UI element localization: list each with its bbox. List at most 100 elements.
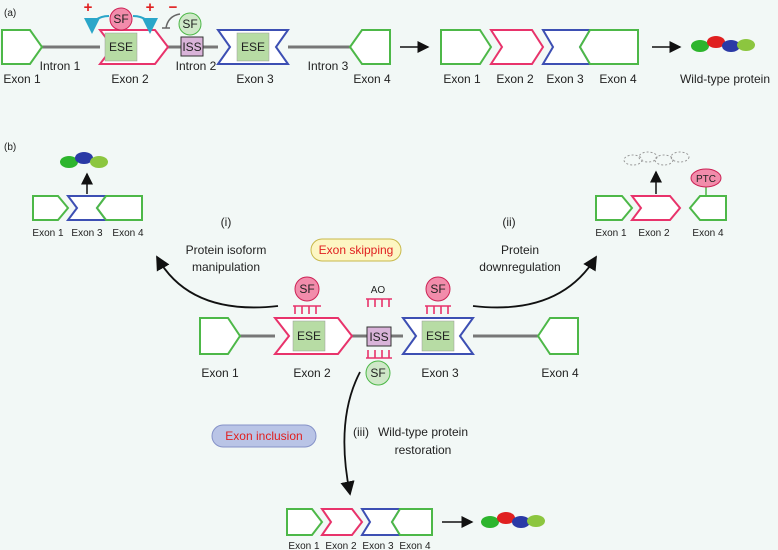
a-exon4-label: Exon 4	[353, 72, 391, 86]
a-exon1-label: Exon 1	[3, 72, 41, 86]
ese-label: ESE	[109, 40, 133, 54]
i-bead-green	[60, 156, 78, 168]
mature-exon-4	[578, 29, 639, 65]
path-ii-line2: downregulation	[479, 260, 560, 274]
exon-inclusion-label: Exon inclusion	[225, 429, 302, 443]
exon-inclusion-badge	[211, 424, 317, 448]
iii-exon-4	[390, 508, 433, 536]
minus-sign: −	[169, 0, 178, 16]
iii-bead-red	[497, 512, 515, 524]
wildtype-protein-label: Wild-type protein	[680, 72, 770, 86]
mature-exon-1	[440, 29, 493, 65]
i-exon3-label: Exon 3	[71, 228, 103, 239]
i-exon1-label: Exon 1	[32, 228, 64, 239]
sf-arrow-right	[132, 15, 158, 34]
sf-arrow-left	[84, 15, 110, 34]
ii-exon2-label: Exon 2	[638, 228, 670, 239]
iii-exon3-label: Exon 3	[362, 541, 394, 550]
sf-green-label: SF	[182, 17, 197, 31]
mature-exon1-label: Exon 1	[443, 72, 481, 86]
i-exon-1	[32, 195, 70, 221]
ese-label-exon3: ESE	[241, 40, 265, 54]
b-iss-box	[366, 326, 392, 347]
b-ese-exon2	[292, 320, 326, 352]
panel-a-tag: (a)	[4, 8, 16, 19]
mature-exon-2	[489, 29, 545, 65]
exon-skipping-label: Exon skipping	[319, 243, 394, 257]
protein-bead-lightgreen	[737, 39, 755, 51]
b-sf-iss-label: SF	[370, 366, 385, 380]
ii-exon-4	[688, 195, 727, 221]
sf-pink	[109, 7, 133, 31]
b-iss-label: ISS	[369, 330, 388, 344]
i-bead-lightgreen	[90, 156, 108, 168]
panel-b-tag: (b)	[4, 142, 16, 153]
b-sf-exon2-label: SF	[299, 282, 314, 296]
ese-box-exon3	[236, 32, 270, 62]
b-exon-1	[199, 317, 242, 355]
path-i-line1: Protein isoform	[186, 243, 267, 257]
protein-bead-red	[707, 36, 725, 48]
ao-label: AO	[371, 285, 386, 296]
b-ese-exon2-label: ESE	[297, 329, 321, 343]
mature-exon2-label: Exon 2	[496, 72, 534, 86]
path-iii-line2: restoration	[395, 443, 452, 457]
b-exon2-label: Exon 2	[293, 366, 331, 380]
iii-exon2-label: Exon 2	[325, 541, 357, 550]
ao-comb-exon2	[293, 305, 321, 314]
sf-green	[178, 12, 202, 36]
iii-exon4-label: Exon 4	[399, 541, 431, 550]
plus-left: +	[84, 0, 93, 16]
iii-exon-2	[320, 508, 364, 536]
i-exon-4	[95, 195, 143, 221]
path-iii-arrow	[340, 371, 361, 496]
path-ii-line1: Protein	[501, 243, 539, 257]
exon-skipping-badge	[310, 238, 402, 262]
b-sf-iss	[365, 360, 391, 386]
mature-exon3-label: Exon 3	[546, 72, 584, 86]
ii-exon-2	[630, 195, 682, 221]
iii-bead-green	[481, 516, 499, 528]
b-exon3-label: Exon 3	[421, 366, 459, 380]
ii-degraded-protein	[623, 151, 690, 166]
b-ese-exon3	[421, 320, 455, 352]
b-ese-exon3-label: ESE	[426, 329, 450, 343]
protein-bead-green	[691, 40, 709, 52]
ao-comb-center	[366, 298, 392, 307]
ao-comb-iss	[366, 350, 392, 359]
plus-right: +	[146, 0, 155, 16]
b-exon-4	[536, 317, 579, 355]
inhibit-arc	[165, 13, 181, 29]
ese-box	[104, 32, 138, 62]
iii-exon-1	[286, 508, 324, 536]
b-sf-exon3	[425, 276, 451, 302]
a-intron1-label: Intron 1	[40, 59, 81, 73]
path-ii-tag: (ii)	[502, 215, 515, 229]
path-i-line2: manipulation	[192, 260, 260, 274]
b-exon1-label: Exon 1	[201, 366, 239, 380]
exon-1-shape	[1, 29, 44, 65]
b-sf-exon3-label: SF	[430, 282, 445, 296]
path-i-tag: (i)	[221, 215, 232, 229]
a-intron2-label: Intron 2	[176, 59, 217, 73]
iii-bead-blue	[512, 516, 530, 528]
b-exon4-label: Exon 4	[541, 366, 579, 380]
i-exon4-label: Exon 4	[112, 228, 144, 239]
a-exon3-label: Exon 3	[236, 72, 274, 86]
path-iii-tag: (iii)	[353, 425, 369, 439]
a-intron3-label: Intron 3	[308, 59, 349, 73]
ii-exon-1	[595, 195, 634, 221]
path-ii-arrow	[472, 255, 597, 309]
iss-label: ISS	[182, 40, 201, 54]
sf-label: SF	[113, 12, 128, 26]
iii-bead-lightgreen	[527, 515, 545, 527]
iss-box	[180, 36, 204, 57]
ii-exon1-label: Exon 1	[595, 228, 627, 239]
path-i-arrow	[156, 255, 279, 309]
iii-exon1-label: Exon 1	[288, 541, 320, 550]
ptc-label: PTC	[696, 174, 716, 185]
ptc-marker	[690, 168, 722, 188]
b-sf-exon2	[294, 276, 320, 302]
